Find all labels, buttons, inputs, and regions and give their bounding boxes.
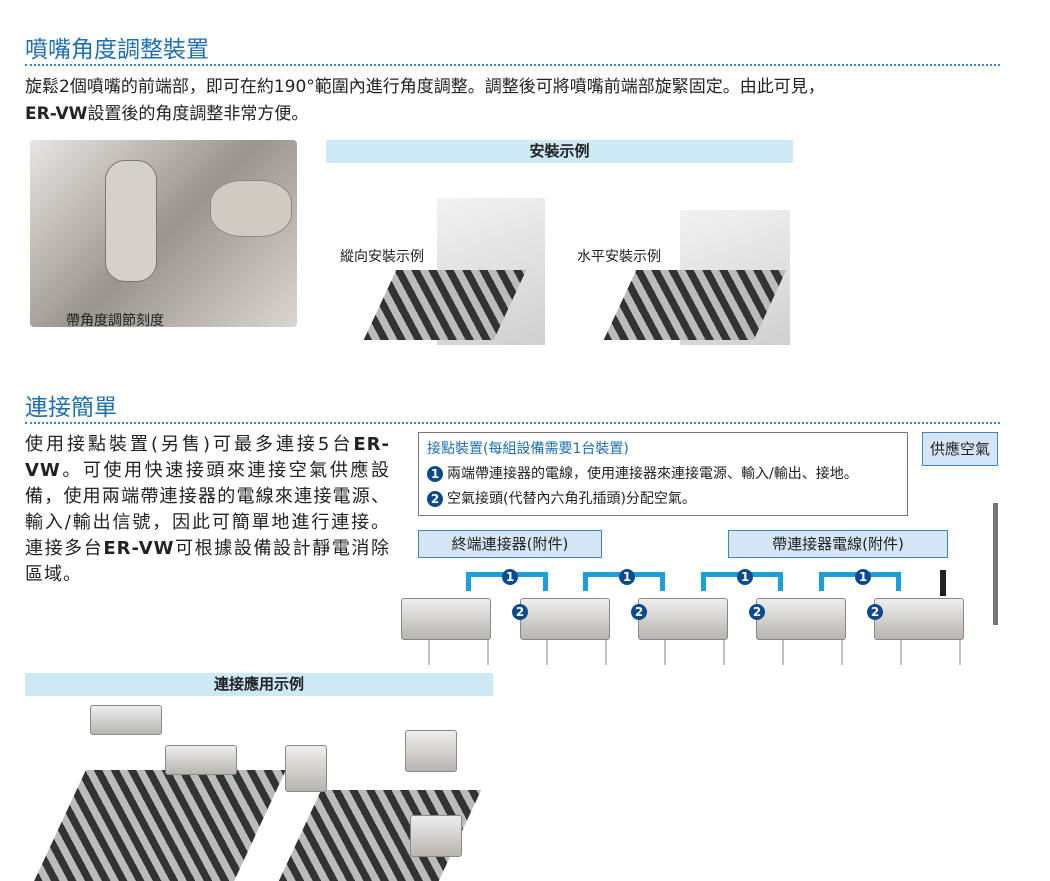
number-badge: 1 <box>855 569 871 585</box>
vertical-install-label: 縱向安裝示例 <box>338 246 426 266</box>
nozzle <box>105 160 157 282</box>
text: 可根據設備設計靜電消除區域。 <box>25 538 391 585</box>
photo-label: 帶角度調節刻度 <box>66 313 164 329</box>
product-name: ER-VW <box>103 538 175 559</box>
er-vw-unit <box>401 598 491 640</box>
er-vw-unit <box>285 745 327 792</box>
er-vw-unit <box>405 730 457 772</box>
number-badge: 2 <box>867 604 883 620</box>
cable-end <box>940 570 946 596</box>
divider <box>25 64 1000 66</box>
nozzles-row <box>400 640 1000 665</box>
number-badge: 2 <box>749 604 765 620</box>
install-example-banner: 安裝示例 <box>326 140 793 163</box>
product-name: ER-VW <box>25 434 390 481</box>
horizontal-install-label: 水平安裝示例 <box>575 246 663 266</box>
number-badge: 1 <box>427 466 443 482</box>
er-vw-unit <box>520 598 610 640</box>
item-text: 兩端帶連接器的電線，使用連接器來連接電源、輸入/輸出、接地。 <box>447 466 858 482</box>
application-illustration-1 <box>34 770 286 881</box>
number-badge: 1 <box>502 569 518 585</box>
section-title-angle: 噴嘴角度調整裝置 <box>25 37 209 63</box>
er-vw-unit <box>90 705 162 735</box>
text: 使用接點裝置(另售)可最多連接5台 <box>25 434 354 455</box>
divider <box>25 422 1000 424</box>
connection-description: 使用接點裝置(另售)可最多連接5台ER-VW。可使用快速接頭來連接空氣供應設備，… <box>25 432 390 588</box>
number-badge: 1 <box>737 569 753 585</box>
er-vw-unit <box>165 745 237 775</box>
terminal-connector-callout: 終端連接器(附件) <box>418 530 602 558</box>
number-badge: 2 <box>427 491 443 507</box>
er-vw-unit <box>874 598 964 640</box>
number-badge: 1 <box>619 569 635 585</box>
er-vw-unit <box>638 598 728 640</box>
text: 設置後的角度調整非常方便。 <box>87 104 309 124</box>
angle-description: 旋鬆2個噴嘴的前端部，即可在約190°範圍內進行角度調整。調整後可將噴嘴前端部旋… <box>25 74 1015 128</box>
er-vw-unit <box>410 815 462 857</box>
text: 旋鬆2個噴嘴的前端部，即可在約190°範圍內進行角度調整。調整後可將噴嘴前端部旋… <box>25 77 825 97</box>
er-vw-unit <box>756 598 846 640</box>
section-title-connection: 連接簡單 <box>25 395 117 421</box>
air-tube <box>993 503 998 625</box>
application-example-banner: 連接應用示例 <box>25 673 493 696</box>
number-badge: 2 <box>631 604 647 620</box>
box-title: 接點裝置(每組設備需要1台裝置) <box>427 441 629 457</box>
product-name: ER-VW <box>25 104 88 124</box>
air-supply-callout: 供應空氣 <box>922 432 998 466</box>
text: 。可使用快速接頭來連接空氣供應設備，使用兩端帶連接器的電線來連接電源、輸入/輸出… <box>25 460 390 559</box>
device-body <box>210 180 292 237</box>
number-badge: 2 <box>512 604 528 620</box>
connector-cable-callout: 帶連接器電線(附件) <box>728 530 948 558</box>
product-photo: 帶角度調節刻度 <box>30 140 297 329</box>
item-text: 空氣接頭(代替內六角孔插頭)分配空氣。 <box>447 491 696 507</box>
